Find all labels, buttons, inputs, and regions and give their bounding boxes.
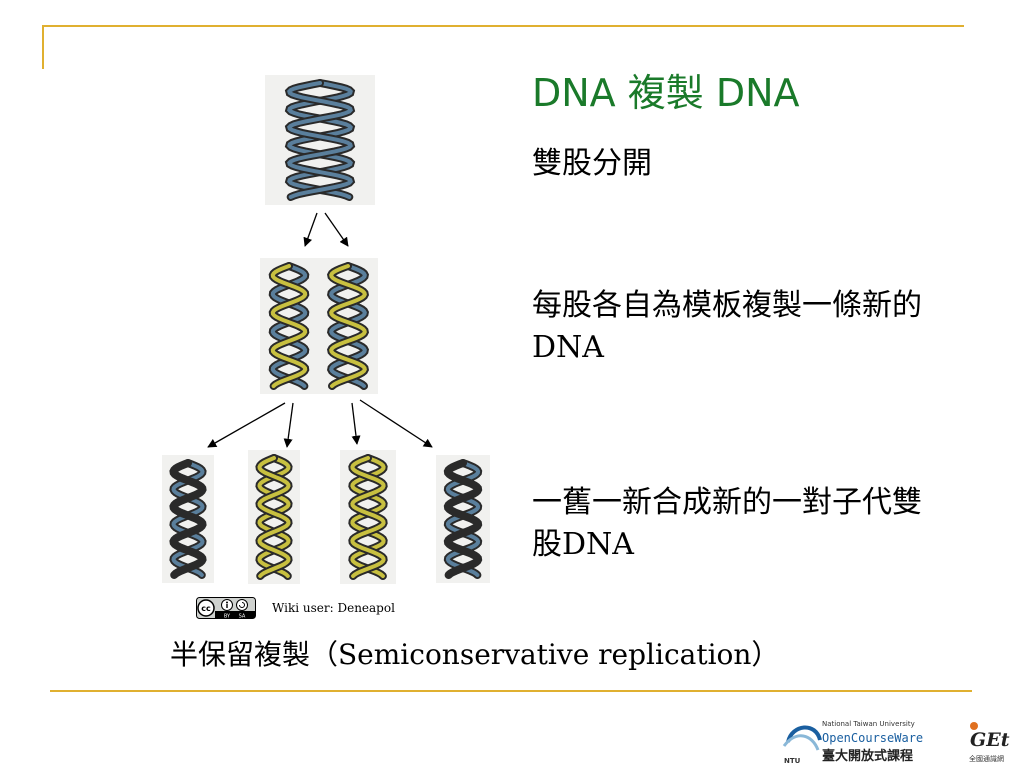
gen2-helix-1 [162,455,214,583]
gen2-helix-3 [340,450,396,584]
ntu-ocw-logo: NTU National Taiwan University OpenCours… [782,720,1010,765]
image-credit: Wiki user: Deneapol [272,601,395,615]
arrow-gen1-outer-left [207,402,286,448]
ocw-label: OpenCourseWare [822,731,923,745]
gen1-helix-right [318,258,378,394]
get-logo-mark-icon: GEt [970,729,1010,751]
svg-text:cc: cc [201,604,211,613]
cc-license-badge: cc BY SA [196,597,256,619]
caption-semiconservative: 半保留複製（Semiconservative replication） [170,638,780,671]
replication-diagram [162,75,490,584]
get-chinese-label: 全國通識網 [969,754,1004,763]
point-daughter-dna: 一舊一新合成新的一對子代雙股DNA [532,485,922,562]
arrow-gen1-outer-right [359,399,433,448]
ntu-english-name: National Taiwan University [822,720,915,728]
get-logo-sun-icon [970,722,978,730]
arrow-gen1-inner-right [351,402,361,445]
license-by-label: BY [224,614,231,620]
frame-top-rule [42,25,964,27]
ocw-chinese-label: 臺大開放式課程 [822,748,913,764]
slide-title: DNA 複製 DNA [532,71,800,115]
arrow-parent-right [324,212,349,247]
gen2-helix-4 [436,455,490,583]
ntu-label: NTU [784,757,801,765]
license-sa-label: SA [239,614,246,620]
point-strands-separate: 雙股分開 [532,146,652,181]
arrow-gen1-inner-left [283,402,294,448]
point-template-copy: 每股各自為模板複製一條新的DNA [532,288,922,365]
arrow-parent-left [303,212,318,247]
parent-helix [265,75,375,205]
bottom-rule [50,690,972,692]
gen2-helix-2 [248,450,300,584]
frame-left-rule [42,25,44,69]
gen1-helix-left [260,258,318,394]
